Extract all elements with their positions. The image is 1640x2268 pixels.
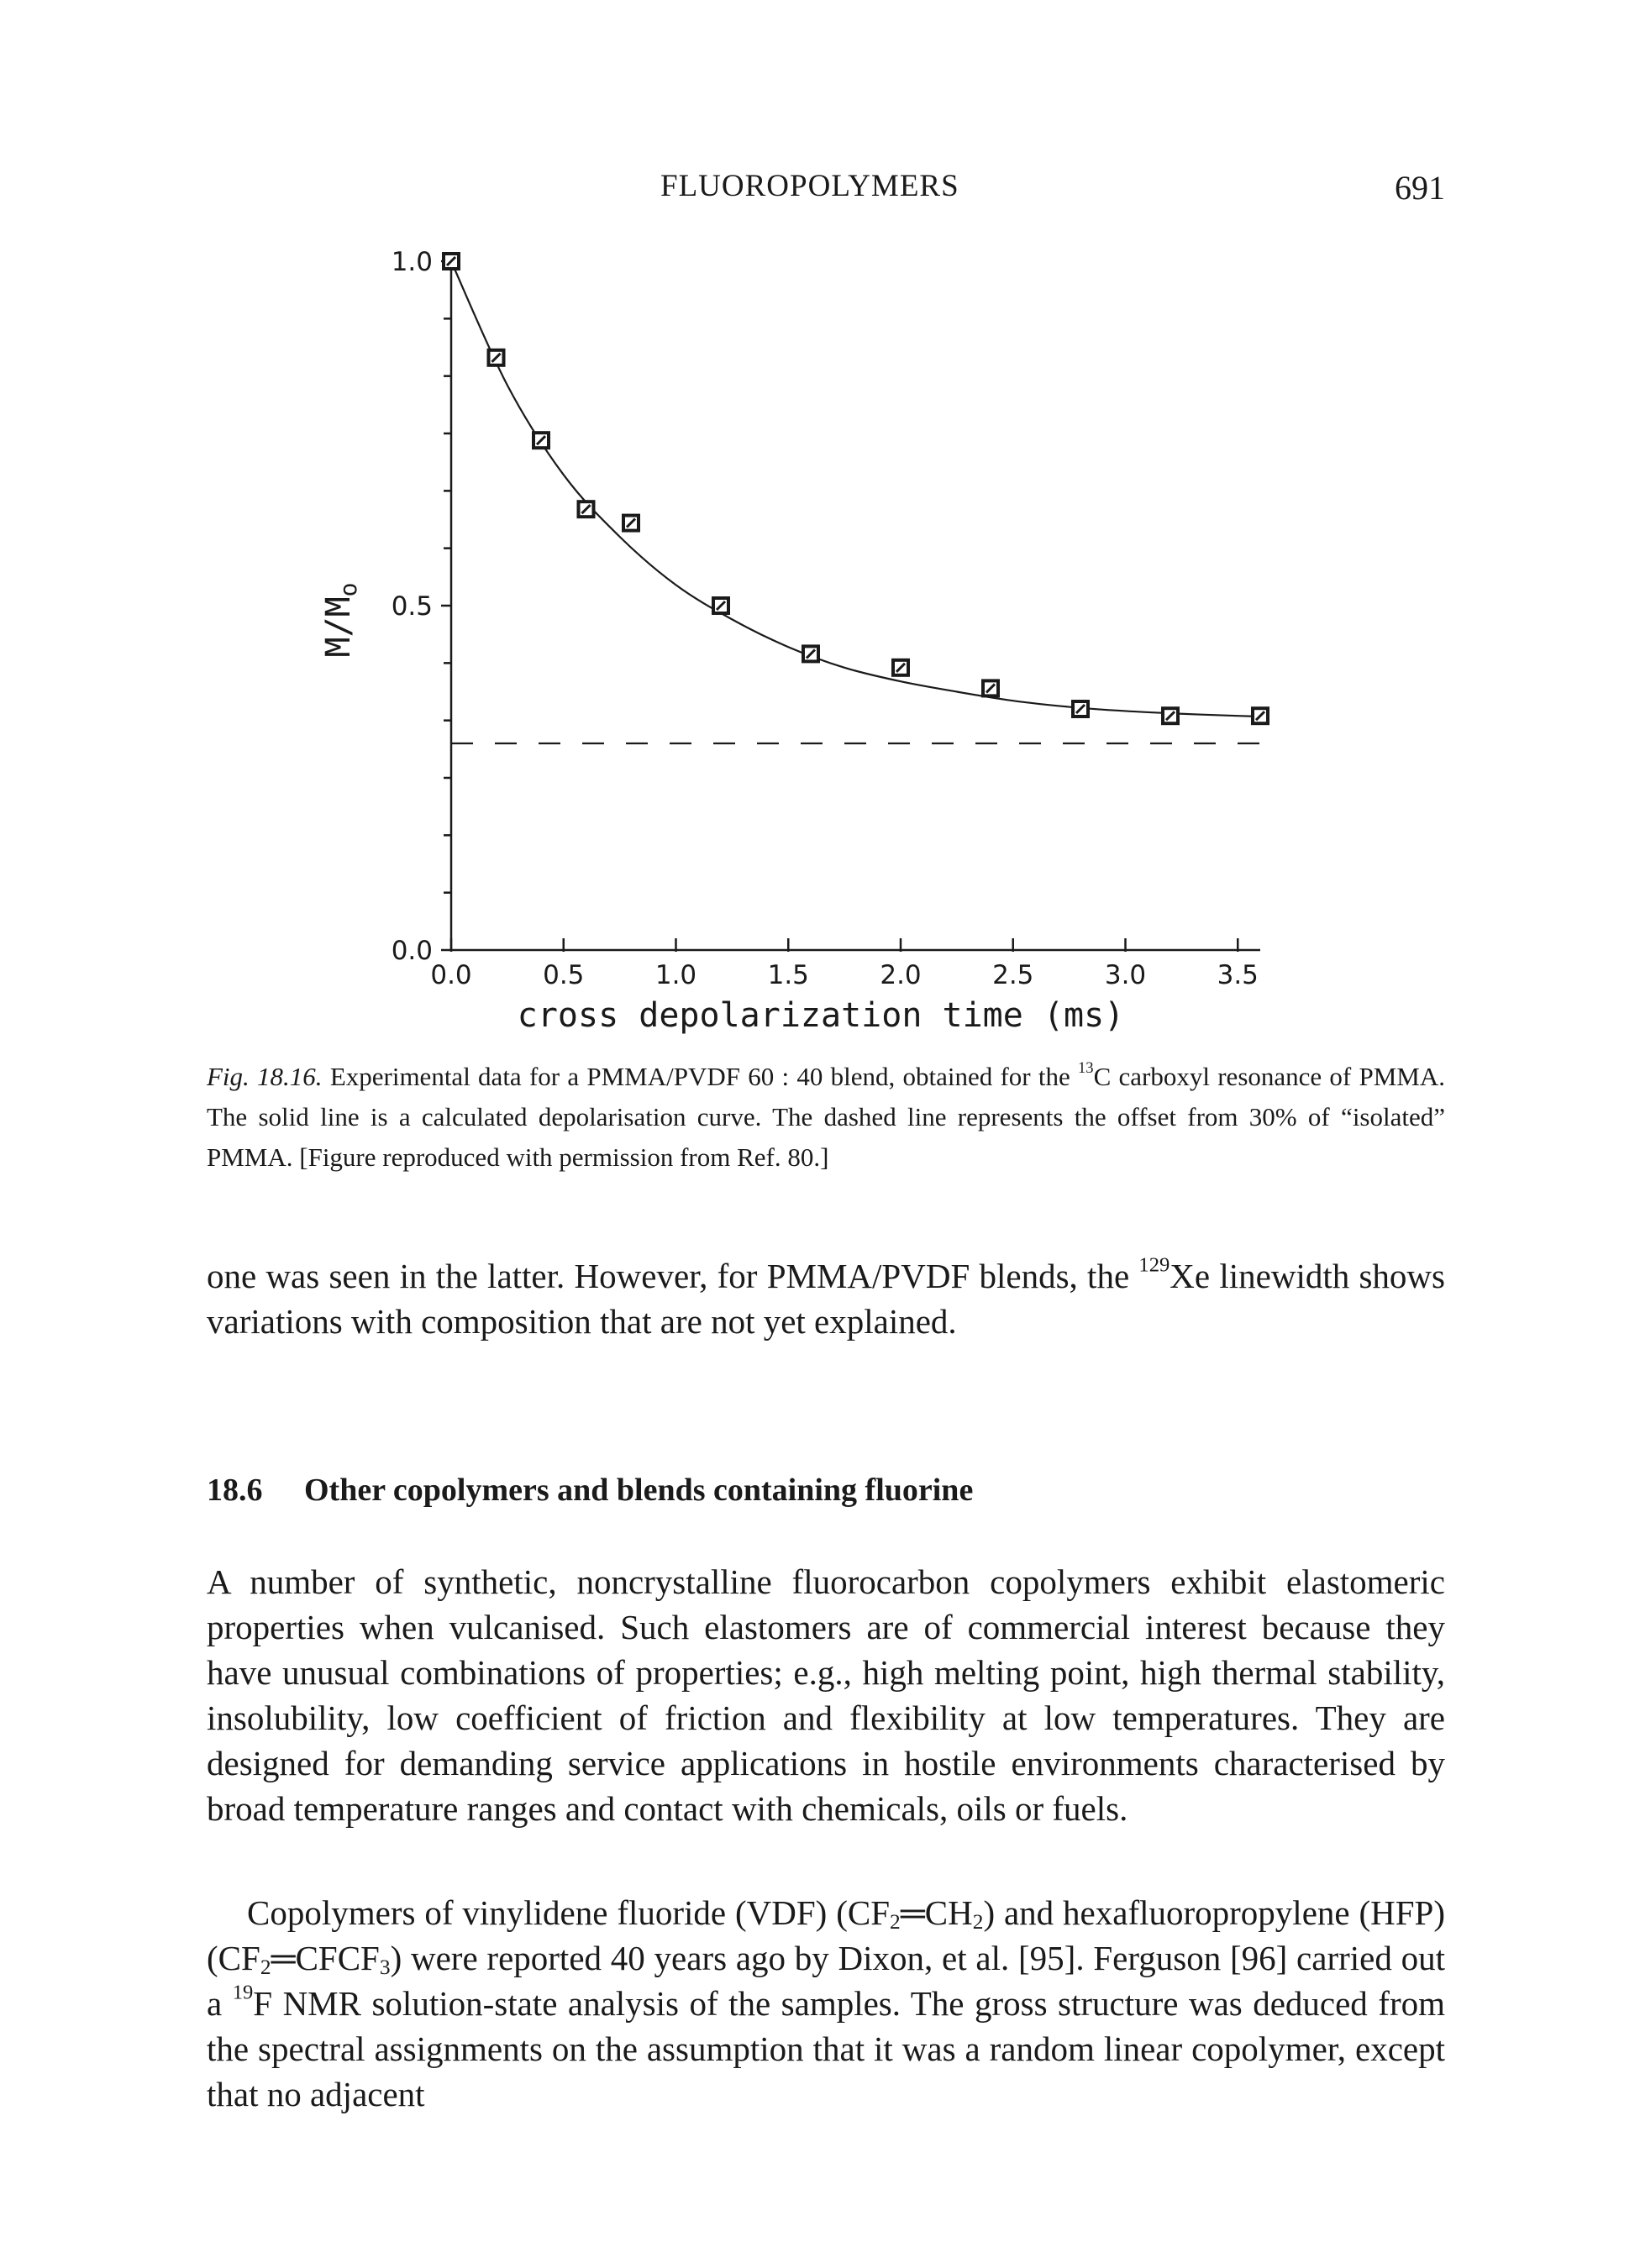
y-tick-label: 0.0 bbox=[392, 936, 433, 966]
data-point-hatch bbox=[1254, 711, 1266, 722]
chart-axes bbox=[449, 258, 1260, 952]
page-number: 691 bbox=[1395, 169, 1445, 207]
data-points-group bbox=[442, 252, 1269, 726]
caption-superscript: 13 bbox=[1078, 1059, 1094, 1078]
p3-sub-2: 2 bbox=[972, 1910, 984, 1935]
paragraph-copolymers: Copolymers of vinylidene fluoride (VDF) … bbox=[207, 1890, 1445, 2117]
paragraph-continuation: one was seen in the latter. However, for… bbox=[207, 1253, 1445, 1344]
section-title: Other copolymers and blends containing f… bbox=[304, 1473, 974, 1508]
p3-text-6: F NMR solution-state analysis of the sam… bbox=[207, 1984, 1445, 2113]
x-tick-label: 1.0 bbox=[655, 960, 696, 990]
p3-sub-1: 2 bbox=[890, 1910, 901, 1935]
section-number: 18.6 bbox=[207, 1473, 263, 1508]
x-axis-title: cross depolarization time (ms) bbox=[518, 996, 1124, 1035]
p3-text-1: Copolymers of vinylidene fluoride (VDF) … bbox=[247, 1893, 891, 1932]
y-axis-title-subscript: o bbox=[334, 582, 362, 596]
caption-figure-label: Fig. 18.16. bbox=[207, 1062, 323, 1091]
p3-text-2: ═CH bbox=[900, 1893, 973, 1932]
y-tick-label: 1.0 bbox=[392, 247, 433, 277]
data-point-hatch bbox=[445, 255, 457, 267]
fit-curve-group bbox=[449, 260, 1261, 718]
data-point-hatch bbox=[715, 600, 727, 612]
x-tick-label: 3.0 bbox=[1105, 960, 1146, 990]
running-title: FLUOROPOLYMERS bbox=[660, 169, 959, 203]
data-point-hatch bbox=[491, 352, 502, 363]
p3-text-3: ) and hexafluoropropylene (HFP) (CF bbox=[207, 1893, 1446, 1977]
depolarization-chart: 0.0 0.5 1.0 1.5 2.0 2.5 3.0 3.5 0.0 0.5 1.0 cross … bbox=[319, 247, 1269, 1035]
data-point-hatch bbox=[805, 648, 817, 659]
p3-sub-4: 3 bbox=[379, 1956, 391, 1980]
paragraph-elastomers: A number of synthetic, noncrystalline fl… bbox=[207, 1562, 1445, 1828]
y-tick-label: 0.5 bbox=[392, 591, 433, 622]
section-heading: 18.6 Other copolymers and blends containi… bbox=[207, 1472, 1445, 1509]
paragraph1-text-1: one was seen in the latter. However, for… bbox=[207, 1257, 1139, 1295]
y-axis-title-group: M/Mo bbox=[319, 582, 362, 657]
p3-text-4: ═CFCF bbox=[271, 1939, 380, 1977]
calculated-curve bbox=[449, 260, 1261, 718]
p3-superscript: 19 bbox=[232, 1981, 254, 2004]
data-point-hatch bbox=[985, 683, 996, 694]
x-tick-label: 0.0 bbox=[430, 960, 471, 990]
data-point-hatch bbox=[535, 435, 547, 446]
p3-text-5: ) were reported 40 years ago by Dixon, e… bbox=[207, 1939, 1445, 2023]
caption-text-1: Experimental data for a PMMA/PVDF 60 : 4… bbox=[322, 1062, 1078, 1091]
x-tick-label: 0.5 bbox=[543, 960, 584, 990]
paragraph1-text-2: Xe linewidth shows variations with compo… bbox=[207, 1257, 1446, 1341]
data-point-hatch bbox=[581, 504, 591, 515]
x-tick-label: 3.5 bbox=[1217, 960, 1259, 990]
x-tick-label: 2.5 bbox=[992, 960, 1033, 990]
chart-ticks bbox=[441, 260, 1239, 952]
y-axis-title-main: M/M bbox=[319, 596, 358, 657]
data-point-hatch bbox=[1164, 711, 1176, 722]
paragraph1-superscript: 129 bbox=[1138, 1253, 1170, 1277]
running-head: FLUOROPOLYMERS 691 bbox=[0, 168, 1640, 218]
data-point-hatch bbox=[895, 662, 907, 673]
x-tick-label: 2.0 bbox=[880, 960, 921, 990]
tick-labels-group: 0.0 0.5 1.0 1.5 2.0 2.5 3.0 3.5 0.0 0.5 1.0 bbox=[392, 247, 1259, 990]
data-point-hatch bbox=[625, 517, 637, 528]
y-axis-title: M/Mo bbox=[319, 582, 362, 657]
figure: 0.0 0.5 1.0 1.5 2.0 2.5 3.0 3.5 0.0 0.5 1.0 cross … bbox=[311, 235, 1344, 1058]
figure-caption: Fig. 18.16. Experimental data for a PMMA… bbox=[207, 1057, 1445, 1178]
p3-sub-3: 2 bbox=[260, 1956, 271, 1980]
caption-text-2: C carboxyl resonance of PMMA. The solid … bbox=[207, 1062, 1445, 1172]
x-tick-label: 1.5 bbox=[768, 960, 809, 990]
data-point-hatch bbox=[1075, 703, 1086, 715]
